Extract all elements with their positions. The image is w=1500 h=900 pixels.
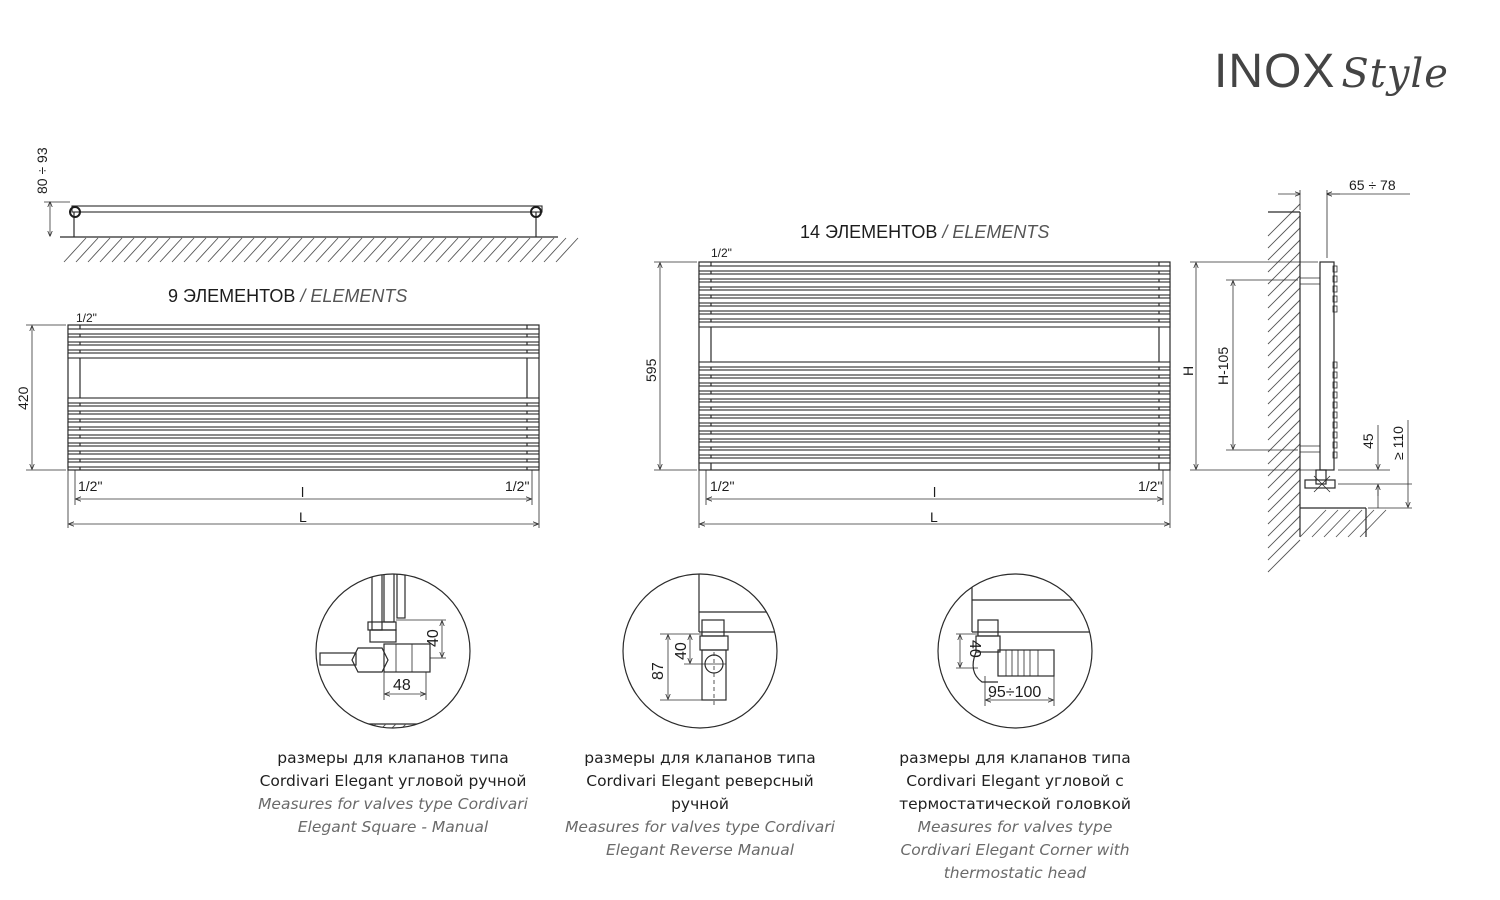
horizontal-bar <box>698 401 1171 408</box>
dim-420: 420 <box>15 386 31 410</box>
top-view: 80 ÷ 93 <box>34 147 579 263</box>
horizontal-bar <box>698 409 1171 416</box>
valve-detail-1: 40 48 <box>315 573 471 729</box>
horizontal-bar <box>698 377 1171 384</box>
dim-L-9: L <box>299 509 307 525</box>
side-view: 65 ÷ 78 H H-105 45 ≥ 110 <box>1180 177 1412 573</box>
horizontal-bar <box>698 393 1171 400</box>
logo-script: Style <box>1341 51 1449 97</box>
dim-half-inch-left-9: 1/2" <box>78 478 102 494</box>
valve-2-dim-b: 40 <box>673 642 690 660</box>
floor-hatch <box>63 237 579 263</box>
horizontal-bar <box>67 445 540 452</box>
logo-brand: INOX <box>1214 45 1336 98</box>
horizontal-bar <box>698 433 1171 440</box>
horizontal-bar <box>698 281 1171 288</box>
valve-2-dim-a: 87 <box>650 662 667 680</box>
horizontal-bar <box>67 413 540 420</box>
horizontal-bar <box>67 461 540 468</box>
horizontal-bar <box>67 352 540 359</box>
horizontal-bar <box>698 369 1171 376</box>
valve-3-dim-a: 40 <box>966 640 983 658</box>
horizontal-bar <box>67 336 540 343</box>
horizontal-bar <box>698 321 1171 328</box>
valve-1-ru-line-1: размеры для клапанов типа <box>277 749 509 767</box>
valve-caption-3: размеры для клапанов типа Cordivari Eleg… <box>865 747 1165 885</box>
horizontal-bar <box>67 397 540 404</box>
horizontal-bar <box>67 328 540 335</box>
title-14-elements: 14 ЭЛЕМЕНТОВ / ELEMENTS <box>800 222 1049 242</box>
valve-3-en-line-1: Measures for valves type <box>917 818 1113 836</box>
horizontal-bar <box>67 453 540 460</box>
title-9-elements: 9 ЭЛЕМЕНТОВ / ELEMENTS <box>168 286 407 306</box>
dim-L-14: L <box>930 509 938 525</box>
valve-2-ru-line-2: Cordivari Elegant реверсный <box>586 772 814 790</box>
valve-1-en-line-1: Measures for valves type Cordivari <box>258 795 528 813</box>
side-bar-profiles <box>1332 265 1338 459</box>
valve-caption-1: размеры для клапанов типа Cordivari Eleg… <box>243 747 543 839</box>
valve-1-ru-line-2: Cordivari Elegant угловой ручной <box>259 772 527 790</box>
horizontal-bar <box>698 273 1171 280</box>
dim-half-inch-left-14: 1/2" <box>710 478 734 494</box>
dim-l-9: l <box>301 484 304 500</box>
dim-l-14: l <box>933 484 936 500</box>
dim-595: 595 <box>643 358 659 382</box>
horizontal-bar <box>698 425 1171 432</box>
dim-half-inch-top-14: 1/2" <box>711 246 732 260</box>
horizontal-bar <box>698 441 1171 448</box>
valve-caption-2: размеры для клапанов типа Cordivari Eleg… <box>550 747 850 862</box>
horizontal-bar <box>698 449 1171 456</box>
valve-3-ru-line-3: термостатической головкой <box>899 795 1131 813</box>
dim-wall-gap: 80 ÷ 93 <box>34 147 50 194</box>
horizontal-bar <box>67 429 540 436</box>
valve-3-en-line-2: Cordivari Elegant Corner with <box>900 841 1130 859</box>
horizontal-bar <box>698 265 1171 272</box>
valve-3-en-line-3: thermostatic head <box>943 864 1087 882</box>
horizontal-bar <box>698 313 1171 320</box>
horizontal-bar <box>698 385 1171 392</box>
floor-hatch-side <box>1299 509 1387 538</box>
valve-2-ru-line-1: размеры для клапанов типа <box>584 749 816 767</box>
horizontal-bar <box>698 457 1171 464</box>
horizontal-bar <box>67 344 540 351</box>
dim-H: H <box>1180 366 1196 376</box>
bars-14 <box>698 265 1171 464</box>
valve-3-ru-line-1: размеры для клапанов типа <box>899 749 1131 767</box>
valve-1-dim-b: 48 <box>393 677 411 694</box>
front-view-9: 9 ЭЛЕМЕНТОВ / ELEMENTS 420 1/2" 1/2" 1/2… <box>15 286 540 528</box>
valve-detail-3: 40 95÷100 <box>937 573 1093 729</box>
dim-half-inch-right-9: 1/2" <box>505 478 529 494</box>
valve-3-ru-line-2: Cordivari Elegant угловой с <box>906 772 1124 790</box>
bars-9 <box>67 328 540 468</box>
horizontal-bar <box>67 405 540 412</box>
front-view-14: 14 ЭЛЕМЕНТОВ / ELEMENTS 1/2" 595 1/2" 1/… <box>643 222 1171 528</box>
valve-2-ru-line-3: ручной <box>671 795 729 813</box>
dim-half-inch-top-9: 1/2" <box>76 311 97 325</box>
valve-3-dim-b: 95÷100 <box>988 684 1041 701</box>
horizontal-bar <box>698 361 1171 368</box>
valve-2-en-line-1: Measures for valves type Cordivari <box>565 818 835 836</box>
dim-depth: 65 ÷ 78 <box>1349 177 1396 193</box>
dim-110: ≥ 110 <box>1390 426 1406 460</box>
horizontal-bar <box>67 437 540 444</box>
horizontal-bar <box>698 297 1171 304</box>
horizontal-bar <box>698 417 1171 424</box>
horizontal-bar <box>67 421 540 428</box>
valve-1-dim-a: 40 <box>425 629 442 647</box>
wall-hatch <box>1267 203 1301 573</box>
valve-detail-2: 87 40 <box>622 573 778 729</box>
dim-H-105: H-105 <box>1215 347 1231 385</box>
dim-half-inch-right-14: 1/2" <box>1138 478 1162 494</box>
valve-1-en-line-2: Elegant Square - Manual <box>297 818 489 836</box>
dim-45: 45 <box>1360 433 1376 449</box>
horizontal-bar <box>698 305 1171 312</box>
valve-2-en-line-2: Elegant Reverse Manual <box>605 841 795 859</box>
horizontal-bar <box>698 289 1171 296</box>
